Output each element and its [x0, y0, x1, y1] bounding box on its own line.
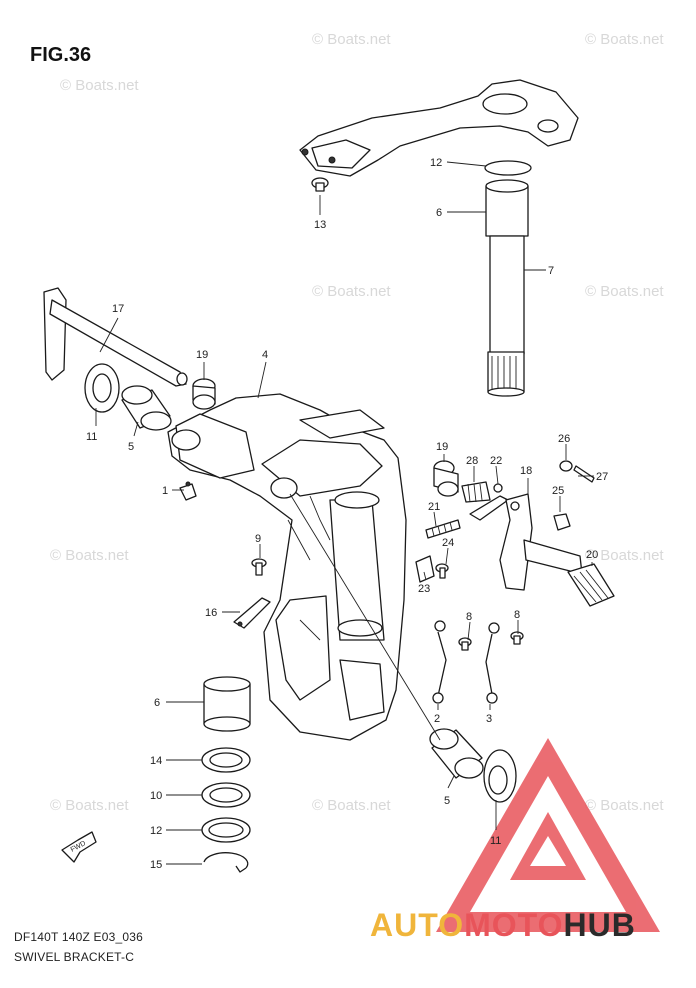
pin-26	[559, 460, 573, 472]
grease-nipple-1	[179, 481, 197, 501]
clip-23	[415, 555, 435, 583]
spring-28	[461, 481, 491, 503]
watermark-text: © Boats.net	[585, 797, 664, 814]
grip-20	[567, 563, 615, 607]
callout-5: 5	[128, 441, 134, 453]
washer-12-lower	[201, 817, 251, 843]
cotter-pin-27	[573, 465, 595, 483]
ground-wire-2	[432, 620, 447, 704]
washer-10	[201, 782, 251, 808]
plate-16	[233, 597, 271, 629]
watermark-text: © Boats.net	[50, 797, 129, 814]
steering-shaft	[484, 160, 532, 397]
callout-16: 16	[205, 607, 217, 619]
callout-14: 14	[150, 755, 162, 767]
model-code: DF140T 140Z E03_036	[14, 930, 143, 944]
callout-15: 15	[150, 859, 162, 871]
callout-6: 6	[436, 207, 442, 219]
callout-labels: 12 13 6 7 17 19 4 11 5 1 19 28 22 26 27 …	[86, 157, 608, 871]
fwd-arrow: FWD	[61, 831, 97, 863]
callout-26: 26	[558, 433, 570, 445]
logo-triangle	[436, 738, 660, 932]
washer-11-left	[84, 363, 120, 413]
watermark-text: © Boats.net	[312, 797, 391, 814]
bolt-8-right	[510, 631, 524, 645]
watermark-text: © Boats.net	[585, 31, 664, 48]
callout-20: 20	[586, 549, 598, 561]
callout-10: 10	[150, 790, 162, 802]
bushing-5-left	[121, 385, 172, 431]
watermark-text: © Boats.net	[312, 31, 391, 48]
logo-moto: MOTO	[464, 907, 564, 943]
callout-11-right: 11	[490, 835, 501, 847]
washer-14	[201, 747, 251, 773]
callout-19: 19	[196, 349, 208, 361]
bolt-8-left	[458, 637, 472, 651]
logo-hub: HUB	[563, 907, 636, 943]
watermark-text: © Boats.net	[60, 77, 139, 94]
bolt-24	[435, 563, 449, 579]
leader-lines	[95, 161, 594, 865]
ground-wire-3	[485, 622, 500, 704]
callout-3: 3	[486, 713, 492, 725]
tilt-lock-lever-18	[499, 493, 583, 591]
callout-13: 13	[314, 219, 326, 231]
callout-8-right: 8	[514, 609, 520, 621]
callout-6-lower: 6	[154, 697, 160, 709]
callout-19-right: 19	[436, 441, 448, 453]
callout-12-lower: 12	[150, 825, 162, 837]
callout-21: 21	[428, 501, 440, 513]
steering-arm	[299, 79, 579, 177]
watermark-text: © Boats.net	[585, 283, 664, 300]
bushing-6-lower	[203, 676, 251, 732]
callout-2: 2	[434, 713, 440, 725]
watermark-text: © Boats.net	[312, 283, 391, 300]
washer-11-right	[483, 749, 517, 803]
callout-23: 23	[418, 583, 430, 595]
callout-24: 24	[442, 537, 454, 549]
watermark-text: © Boats.net	[585, 547, 664, 564]
tilt-tube	[43, 287, 188, 387]
callout-17: 17	[112, 303, 124, 315]
callout-8-left: 8	[466, 611, 472, 623]
callout-22: 22	[490, 455, 502, 467]
callout-18: 18	[520, 465, 532, 477]
callout-28: 28	[466, 455, 478, 467]
callout-7: 7	[548, 265, 554, 277]
nut-25	[553, 513, 571, 531]
callout-12: 12	[430, 157, 442, 169]
logo-auto: AUTO	[370, 907, 465, 943]
bushing-5-right	[429, 728, 484, 779]
callout-1: 1	[162, 485, 168, 497]
circlip-15	[203, 852, 249, 873]
bushing-19-left	[192, 378, 216, 410]
callout-25: 25	[552, 485, 564, 497]
watermark-text: © Boats.net	[50, 547, 129, 564]
section-name: SWIVEL BRACKET-C	[14, 950, 135, 964]
automotohub-logo: AUTOMOTOHUB	[370, 907, 636, 944]
callout-27: 27	[596, 471, 608, 483]
bushing-19-right	[433, 460, 459, 497]
bolt-13	[311, 177, 329, 192]
callout-9: 9	[255, 533, 261, 545]
swivel-bracket-body	[167, 393, 407, 741]
callout-4: 4	[262, 349, 268, 361]
callout-11: 11	[86, 431, 97, 443]
callout-5-right: 5	[444, 795, 450, 807]
figure-title: FIG.36	[30, 44, 92, 66]
bolt-9	[251, 558, 267, 576]
spring-21	[425, 519, 461, 539]
